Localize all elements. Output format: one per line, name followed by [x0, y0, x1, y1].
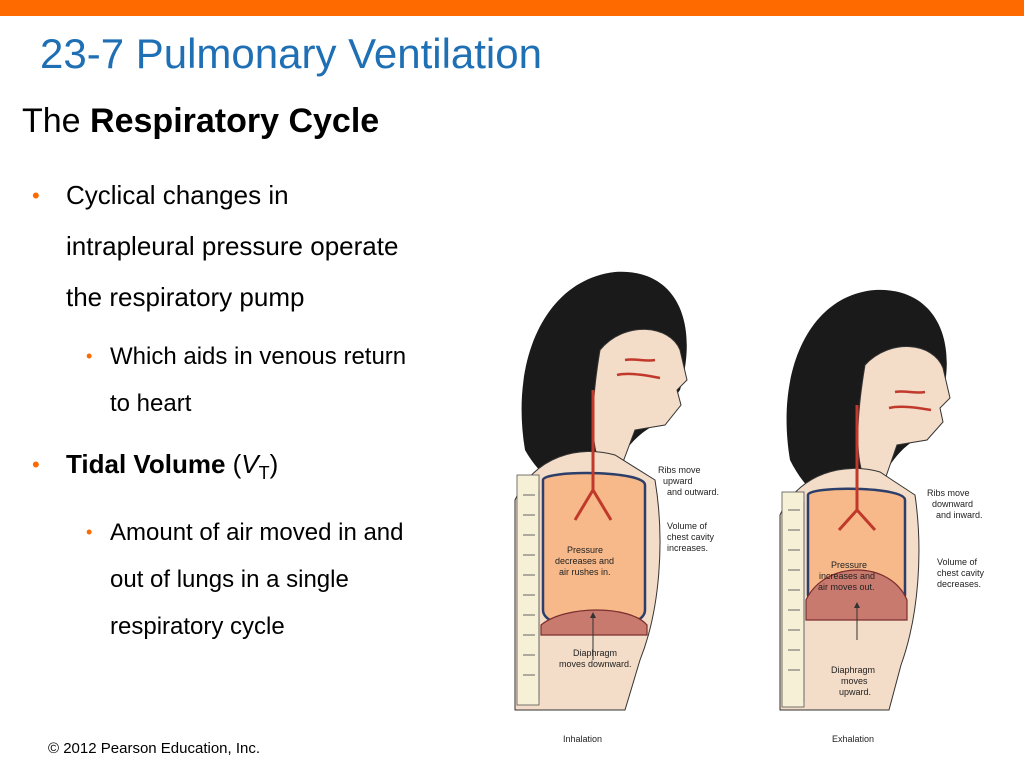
exh-volume-line: decreases.: [937, 579, 981, 589]
paren-open: (: [225, 449, 242, 479]
subtitle-prefix: The: [22, 102, 91, 140]
bullet-dot: •: [32, 452, 40, 477]
exh-ribs-line: Ribs move: [927, 488, 970, 498]
tidal-volume-term: Tidal Volume: [66, 449, 226, 479]
inh-volume-line: increases.: [667, 543, 708, 553]
inh-pressure-line: Pressure: [567, 545, 603, 555]
exh-volume-line: chest cavity: [937, 568, 985, 578]
exh-ribs-line: downward: [932, 499, 973, 509]
top-accent-bar: [0, 0, 1024, 16]
subbullet-air-moved: • Amount of air moved in and out of lung…: [30, 509, 510, 650]
exh-pressure-line: air moves out.: [818, 582, 875, 592]
inh-ribs-line: Ribs move: [658, 465, 701, 475]
inh-volume-line: chest cavity: [667, 532, 715, 542]
copyright-footer: © 2012 Pearson Education, Inc.: [48, 740, 261, 757]
bullet-dot: •: [86, 522, 93, 543]
exhalation-figure: [779, 289, 951, 711]
inh-diaphragm-line: Diaphragm: [573, 648, 617, 658]
inh-ribs-line: and outward.: [667, 487, 719, 497]
exh-volume-line: Volume of: [937, 557, 978, 567]
subbullet-venous-return: • Which aids in venous return to heart: [30, 333, 510, 427]
exhalation-caption: Exhalation: [832, 734, 874, 744]
bullet-line: the respiratory pump: [66, 282, 305, 312]
respiratory-cycle-figure: Ribs move upward and outward. Volume of …: [505, 240, 1024, 755]
slide-title: 23-7 Pulmonary Ventilation: [40, 30, 542, 77]
bullet-line: intrapleural pressure operate: [66, 231, 399, 261]
inh-ribs-line: upward: [663, 476, 693, 486]
bullet-dot: •: [32, 183, 40, 208]
bullet-list: • Cyclical changes in intrapleural press…: [30, 170, 510, 650]
bullet-line: Tidal Volume (VT): [66, 439, 510, 499]
inh-pressure-line: decreases and: [555, 556, 614, 566]
subbullet-line: Amount of air moved in and: [110, 519, 404, 547]
exh-ribs-line: and inward.: [936, 510, 983, 520]
inh-diaphragm-line: moves downward.: [559, 659, 632, 669]
subbullet-line: respiratory cycle: [110, 613, 285, 641]
bullet-tidal-volume: • Tidal Volume (VT): [30, 439, 510, 499]
subbullet-line: to heart: [110, 390, 192, 417]
subtitle-bold: Respiratory Cycle: [90, 102, 380, 140]
exh-diaphragm-line: upward.: [839, 687, 871, 697]
bullet-dot: •: [86, 346, 93, 366]
paren-close: ): [269, 449, 279, 479]
exh-diaphragm-line: moves: [841, 676, 868, 686]
bullet-intrapleural: • Cyclical changes in intrapleural press…: [30, 170, 510, 323]
exh-diaphragm-line: Diaphragm: [831, 665, 875, 675]
slide-subtitle: The Respiratory Cycle: [22, 102, 379, 141]
inhalation-caption: Inhalation: [563, 734, 602, 744]
vt-symbol: V: [241, 449, 259, 479]
exh-pressure-line: increases and: [819, 571, 875, 581]
bullet-line: Cyclical changes in: [66, 180, 289, 210]
subbullet-line: Which aids in venous return: [110, 343, 407, 370]
vt-subscript: T: [258, 463, 270, 484]
exh-pressure-line: Pressure: [831, 560, 867, 570]
inh-pressure-line: air rushes in.: [559, 567, 611, 577]
inhalation-figure: [514, 271, 688, 711]
respiratory-illustration: Ribs move upward and outward. Volume of …: [514, 271, 985, 744]
inh-volume-line: Volume of: [667, 521, 708, 531]
subbullet-line: out of lungs in a single: [110, 566, 349, 594]
